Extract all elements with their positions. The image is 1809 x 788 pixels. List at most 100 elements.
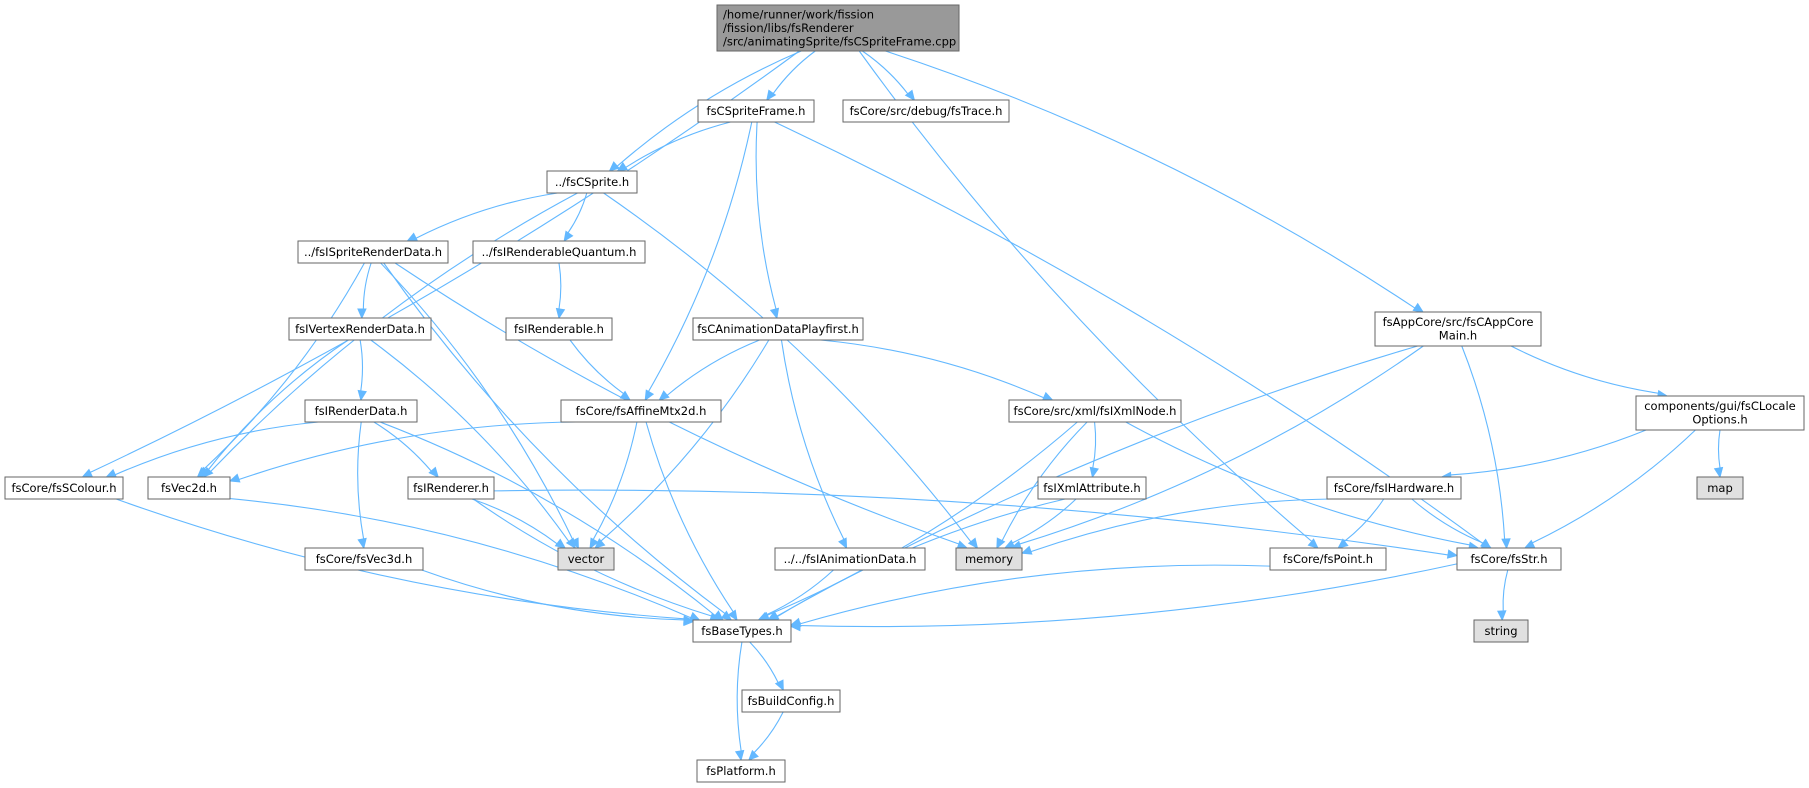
node-vec2d[interactable]: fsVec2d.h <box>147 476 231 500</box>
node-label: fsCore/fsSColour.h <box>11 481 116 495</box>
node-label: components/gui/fsCLocale <box>1644 399 1796 413</box>
edge-affine-to-vec2d <box>228 421 577 483</box>
node-box <box>1456 547 1562 571</box>
edge-line <box>238 421 577 481</box>
edge-arrowhead <box>357 389 367 402</box>
node-scolour[interactable]: fsCore/fsSColour.h <box>4 476 124 500</box>
node-xmlnode[interactable]: fsCore/src/xml/fsIXmlNode.h <box>1008 399 1182 423</box>
node-basetypes[interactable]: fsBaseTypes.h <box>692 619 792 643</box>
edge-line <box>820 339 1044 399</box>
edge-root-to-trace <box>862 50 916 101</box>
node-csprite[interactable]: ../fsCSprite.h <box>546 170 638 194</box>
edge-isprd-to-ivrd <box>357 262 372 320</box>
edge-line <box>471 498 558 545</box>
node-label: fsPlatform.h <box>706 764 775 778</box>
node-vec3d[interactable]: fsCore/fsVec3d.h <box>304 547 424 571</box>
edge-line <box>1019 345 1424 545</box>
edge-vec3d-to-basetypes <box>421 569 695 627</box>
node-platform[interactable]: fsPlatform.h <box>696 759 786 783</box>
node-label: fsIRenderer.h <box>413 481 489 495</box>
node-box <box>4 476 124 500</box>
node-label: fsCore/src/debug/fsTrace.h <box>850 104 1003 118</box>
edge-point-to-basetypes <box>789 564 1271 627</box>
edge-line <box>1012 498 1077 544</box>
edge-basetypes-to-buildconfig <box>749 641 784 692</box>
edge-csprite-to-irq <box>563 192 588 243</box>
node-spriteframe-h[interactable]: fsCSpriteFrame.h <box>697 99 815 123</box>
edge-line <box>749 641 779 683</box>
node-trace[interactable]: fsCore/src/debug/fsTrace.h <box>842 99 1010 123</box>
node-ianim[interactable]: ../../fsIAnimationData.h <box>774 547 926 571</box>
edge-line <box>567 192 588 234</box>
edge-arrowhead <box>838 537 848 550</box>
edge-arrowhead <box>658 390 670 401</box>
node-affine[interactable]: fsCore/fsAffineMtx2d.h <box>560 399 722 423</box>
edge-arrowhead <box>200 466 211 478</box>
edge-ihardware-to-point <box>1337 498 1385 549</box>
edge-arrowhead <box>1713 466 1724 479</box>
edge-line <box>1532 429 1696 544</box>
edge-line <box>493 489 1449 556</box>
edge-arrowhead <box>789 621 801 632</box>
node-str[interactable]: fsCore/fsStr.h <box>1456 547 1562 571</box>
node-box <box>696 759 786 783</box>
node-box <box>692 317 864 341</box>
edge-layer <box>81 50 1724 762</box>
edge-line <box>202 262 365 471</box>
edge-irenderable-to-affine <box>569 339 631 401</box>
edge-arrowhead <box>688 611 701 621</box>
edge-isprd-to-vec2d <box>196 262 365 478</box>
edge-line <box>862 50 909 95</box>
edge-line <box>379 421 716 616</box>
node-box <box>1326 476 1462 500</box>
edge-line <box>666 339 760 396</box>
edge-line <box>1717 429 1721 469</box>
edge-line <box>774 121 1484 544</box>
node-point[interactable]: fsCore/fsPoint.h <box>1269 547 1387 571</box>
edge-line <box>114 421 319 476</box>
node-layer: /home/runner/work/fission/fission/libs/f… <box>4 4 1805 783</box>
node-root[interactable]: /home/runner/work/fission/fission/libs/f… <box>716 4 960 52</box>
edge-arrowhead <box>996 537 1006 550</box>
edge-arrowhead <box>774 679 784 692</box>
node-irq[interactable]: ../fsIRenderableQuantum.h <box>472 240 646 264</box>
edge-arrowhead <box>747 749 759 761</box>
edge-arrowhead <box>644 389 655 402</box>
edge-line <box>753 711 784 754</box>
edge-arrowhead <box>589 537 599 550</box>
node-box <box>1635 395 1805 431</box>
edge-arrowhead <box>727 609 738 622</box>
node-ird[interactable]: fsIRenderData.h <box>304 399 418 423</box>
node-box <box>1696 476 1744 500</box>
node-xmlattr[interactable]: fsIXmlAttribute.h <box>1037 476 1147 500</box>
edge-line <box>1461 345 1506 540</box>
edge-line <box>357 421 365 540</box>
edge-arrowhead <box>406 232 419 242</box>
node-ihardware[interactable]: fsCore/fsIHardware.h <box>1326 476 1462 500</box>
edge-arrowhead <box>81 468 94 478</box>
node-cadp[interactable]: fsCAnimationDataPlayfirst.h <box>692 317 864 341</box>
edge-line <box>362 262 372 310</box>
node-irenderable[interactable]: fsIRenderable.h <box>505 317 613 341</box>
edge-line <box>603 192 972 543</box>
edge-arrowhead <box>357 537 367 550</box>
node-box <box>147 476 231 500</box>
node-label: ../fsCSprite.h <box>555 175 629 189</box>
edge-line <box>229 498 691 619</box>
node-irenderer[interactable]: fsIRenderer.h <box>407 476 495 500</box>
node-ivrd[interactable]: fsIVertexRenderData.h <box>288 317 432 341</box>
edge-line <box>600 339 770 542</box>
edge-arrowhead <box>357 308 367 320</box>
node-isprd[interactable]: ../fsISpriteRenderData.h <box>297 240 449 264</box>
node-label: memory <box>965 552 1013 566</box>
node-label: fsCSpriteFrame.h <box>707 104 806 118</box>
edge-line <box>115 498 685 620</box>
node-buildconfig[interactable]: fsBuildConfig.h <box>741 689 841 713</box>
edge-arrowhead <box>904 89 916 101</box>
edge-line <box>1125 421 1470 546</box>
edge-arrowhead <box>608 161 620 172</box>
edge-appcore-to-locale <box>1510 345 1669 400</box>
node-label: /fission/libs/fsRenderer <box>723 21 854 35</box>
